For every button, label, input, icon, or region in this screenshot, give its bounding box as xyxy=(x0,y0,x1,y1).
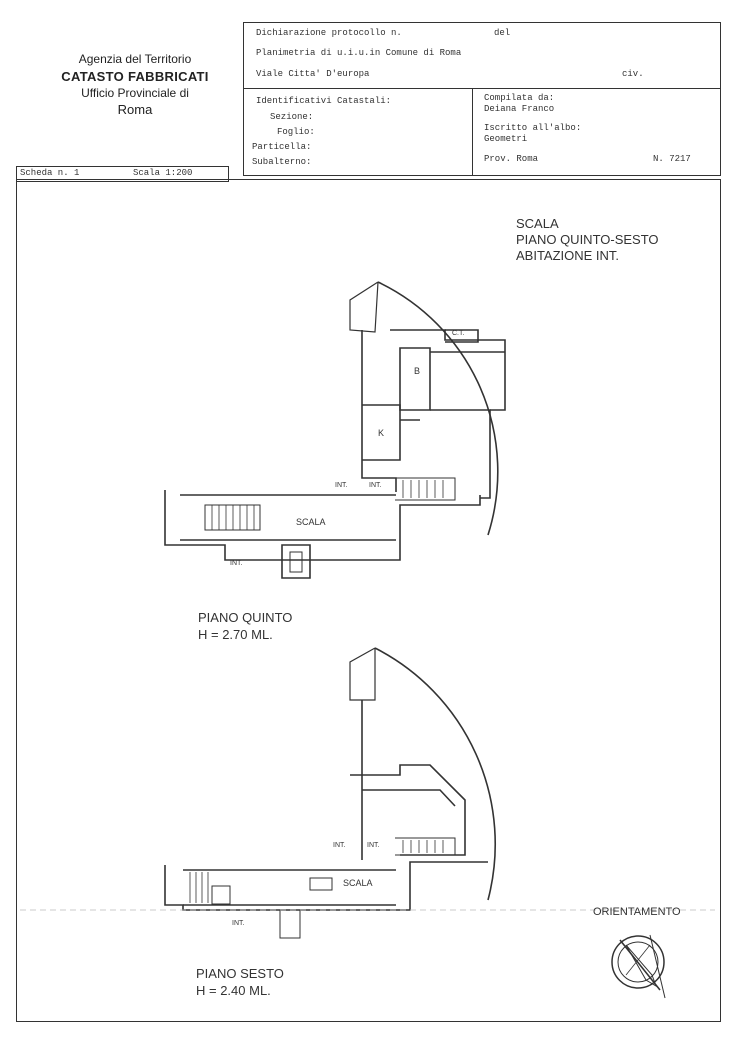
int-label-d: INT. xyxy=(333,842,346,849)
header-vertical-divider xyxy=(472,88,473,175)
curved-facade-sesto xyxy=(374,647,497,901)
address-label: Viale Citta' D'europa xyxy=(256,69,370,79)
albo-value: Geometri xyxy=(484,134,528,144)
ct-label: C.T. xyxy=(452,330,465,337)
dichiarazione-label: Dichiarazione protocollo n. xyxy=(256,28,402,38)
foglio-label: Foglio: xyxy=(277,127,315,137)
piano-quinto-label: PIANO QUINTO xyxy=(198,610,293,625)
planimetria-label: Planimetria di u.i.u.in Comune di Roma xyxy=(256,48,462,58)
particella-label: Particella: xyxy=(252,142,312,152)
title-piano: PIANO QUINTO-SESTO xyxy=(516,232,659,247)
scheda-box: Scheda n. 1 Scala 1:200 xyxy=(16,166,229,182)
drawing-frame xyxy=(16,179,721,1022)
subalterno-label: Subalterno: xyxy=(252,157,312,167)
piano-sesto-label: PIANO SESTO xyxy=(196,966,284,981)
header-divider xyxy=(244,88,720,89)
iscritto-label: Iscritto all'albo: xyxy=(484,123,582,133)
int-label-f: INT. xyxy=(232,920,245,927)
int-label-c: INT. xyxy=(230,560,243,567)
sezione-label: Sezione: xyxy=(270,112,314,122)
header-box: Dichiarazione protocollo n. del Planimet… xyxy=(243,22,721,176)
numero-label: N. 7217 xyxy=(653,154,691,164)
identificativi-label: Identificativi Catastali: xyxy=(256,96,392,106)
piano-sesto-height: H = 2.40 ML. xyxy=(196,983,271,998)
int-label-a: INT. xyxy=(335,482,348,489)
scala-sesto-label: SCALA xyxy=(343,878,373,888)
orientamento-label: ORIENTAMENTO xyxy=(593,906,681,918)
cucina-label: K xyxy=(378,428,385,438)
scala-label: Scala 1:200 xyxy=(133,168,193,178)
compilata-label: Compilata da: xyxy=(484,93,555,103)
compilatore-name: Deiana Franco xyxy=(484,104,555,114)
piano-quinto-height: H = 2.70 ML. xyxy=(198,627,273,642)
ufficio-label: Ufficio Provinciale di xyxy=(81,86,189,100)
scala-quinto-label: SCALA xyxy=(296,517,326,527)
int-label-e: INT. xyxy=(367,842,380,849)
curved-facade-quinto xyxy=(377,281,499,536)
civ-label: civ. xyxy=(622,69,644,79)
del-label: del xyxy=(494,28,511,38)
catasto-title: CATASTO FABBRICATI xyxy=(61,69,209,84)
compass-icon xyxy=(611,934,666,999)
title-scala: SCALA xyxy=(516,216,559,231)
agency-name: Agenzia del Territorio xyxy=(78,52,192,66)
int-label-b: INT. xyxy=(369,482,382,489)
ufficio-city: Roma xyxy=(117,102,153,117)
bagno-label: B xyxy=(414,366,421,376)
agency-block: Agenzia del Territorio CATASTO FABBRICAT… xyxy=(40,52,230,117)
prov-label: Prov. Roma xyxy=(484,154,539,164)
scheda-label: Scheda n. 1 xyxy=(20,168,80,178)
title-abitazione: ABITAZIONE INT. xyxy=(516,248,620,263)
